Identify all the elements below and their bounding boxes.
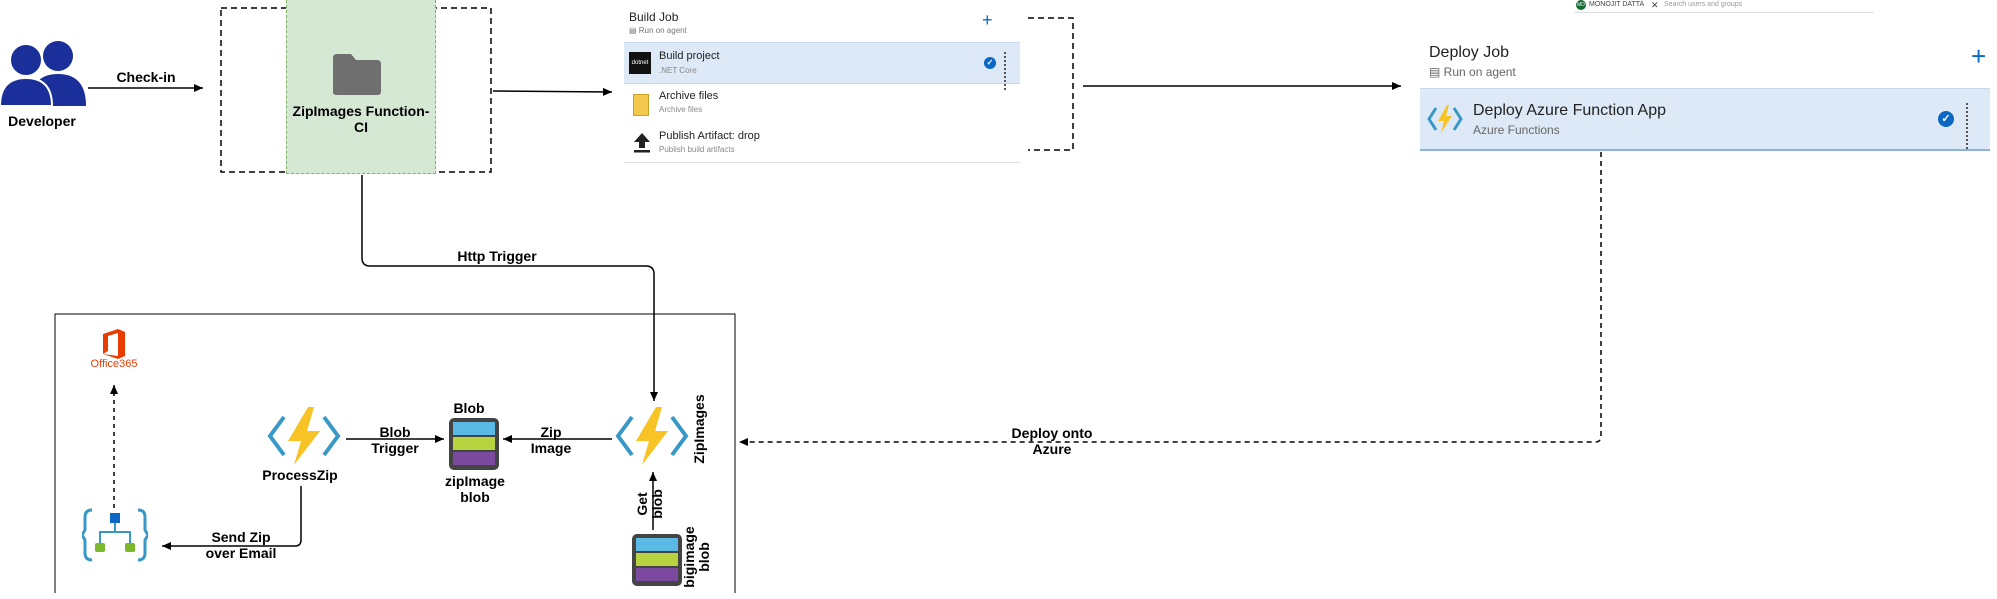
task-publish-artifact[interactable]: Publish Artifact: drop Publish build art… <box>624 124 1020 163</box>
processzip-function-icon <box>266 405 342 467</box>
blob-label: Blob <box>453 400 485 416</box>
http-trigger-arrow <box>361 175 658 401</box>
task-title: Archive files <box>659 90 719 102</box>
logic-app-icon <box>80 508 150 562</box>
avatar: MD <box>1576 0 1586 10</box>
deploy-job-subtitle: ▤ Run on agent <box>1429 65 1516 79</box>
task-subtitle: Publish build artifacts <box>659 145 735 154</box>
send-zip-label: Send Zip over Email <box>205 529 277 561</box>
user-search-input[interactable]: Search users and groups <box>1664 1 1743 8</box>
office365-icon <box>100 328 128 360</box>
bigimage-blob-label: bigimage blob <box>681 526 712 588</box>
zipimages-label: ZipImages <box>691 394 707 464</box>
pipeline-label: ZipImages Function-CI <box>292 103 430 135</box>
http-trigger-label: Http Trigger <box>457 248 537 264</box>
task-title: Publish Artifact: drop <box>659 130 760 142</box>
task-subtitle: Archive files <box>659 105 703 114</box>
zipimages-function-icon <box>614 405 690 467</box>
archive-icon <box>633 94 649 116</box>
add-task-icon[interactable]: + <box>982 10 993 30</box>
drag-handle-icon[interactable] <box>1004 52 1010 92</box>
zipimage-blob-label: zipImage blob <box>445 473 505 505</box>
task-build-project[interactable]: dotnet Build project .NET Core ✓ <box>624 42 1020 90</box>
task-archive-files[interactable]: Archive files Archive files <box>624 84 1020 122</box>
developer-label: Developer <box>8 113 76 129</box>
user-bar: MD MONOJIT DATTA ✕ Search users and grou… <box>1574 0 1874 13</box>
remove-user-icon[interactable]: ✕ <box>1651 0 1659 10</box>
send-zip-arrow <box>162 486 302 550</box>
office365-label: Office365 <box>90 358 138 370</box>
drag-handle-icon[interactable] <box>1966 103 1972 151</box>
folder-icon <box>331 52 383 96</box>
deploy-job-panel: Deploy Job ▤ Run on agent + Deploy Azure… <box>1420 34 1990 152</box>
build-job-title: Build Job <box>629 10 679 24</box>
zipimage-blob-icon <box>449 418 499 470</box>
zip-image-label: Zip Image <box>530 424 572 456</box>
task-title: Deploy Azure Function App <box>1473 102 1667 119</box>
task-subtitle: .NET Core <box>659 66 697 75</box>
azure-function-icon <box>1427 101 1463 137</box>
get-blob-label: Get blob <box>634 489 665 519</box>
pipeline-to-build-arrow <box>492 87 613 96</box>
blob-trigger-label: Blob Trigger <box>371 424 419 456</box>
pipeline-box[interactable]: ZipImages Function-CI <box>286 0 436 174</box>
processzip-label: ProcessZip <box>262 467 338 483</box>
build-job-panel: Build Job ▤ Run on agent + dotnet Build … <box>624 4 1020 163</box>
deploy-job-title: Deploy Job <box>1429 44 1510 61</box>
build-job-bracket <box>1028 17 1074 151</box>
deploy-onto-azure-arrow <box>739 152 1602 446</box>
checkin-label: Check-in <box>116 69 176 85</box>
task-title: Build project <box>659 50 720 62</box>
check-icon: ✓ <box>1938 111 1954 127</box>
add-task-icon[interactable]: + <box>1971 41 1987 71</box>
upload-icon <box>632 132 652 154</box>
check-icon: ✓ <box>984 57 996 69</box>
developer-users-icon <box>0 36 86 107</box>
azure-container <box>54 313 736 593</box>
deploy-onto-azure-label: Deploy onto Azure <box>1011 425 1093 457</box>
task-deploy-function-app[interactable]: Deploy Azure Function App Azure Function… <box>1420 88 1990 151</box>
dotnet-icon: dotnet <box>629 52 651 74</box>
task-subtitle: Azure Functions <box>1473 123 1560 137</box>
user-name: MONOJIT DATTA <box>1589 1 1645 8</box>
build-job-subtitle: ▤ Run on agent <box>629 26 687 35</box>
bigimage-blob-icon <box>632 534 682 586</box>
